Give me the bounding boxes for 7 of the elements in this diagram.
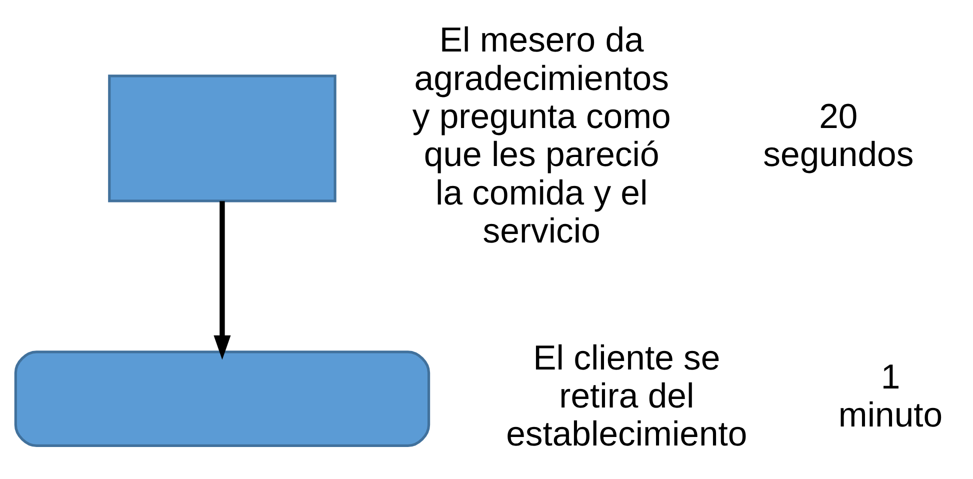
node-label: 1 minuto <box>838 358 943 434</box>
node-label: 20 segundos <box>763 98 914 174</box>
node-box <box>108 74 336 202</box>
node-box <box>14 350 430 446</box>
node-label: El mesero da agradecimientos y pregunta como que les pareció la comida y el servicio <box>412 21 671 250</box>
arrow <box>214 200 231 360</box>
node-label: El cliente se retira del establecimiento <box>506 338 748 454</box>
